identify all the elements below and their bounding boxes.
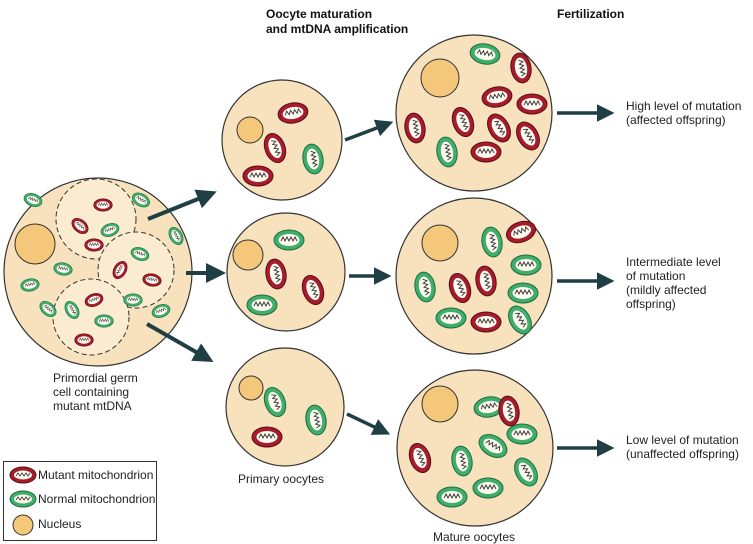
outcome-intermediate-line1: Intermediate level	[626, 255, 721, 269]
germ-cell-label-line1: Primordial germ	[53, 371, 138, 385]
outcome-high-line1: High level of mutation	[626, 99, 742, 113]
primary-oocyte-1	[221, 79, 343, 201]
normal-mitochondrion-icon	[9, 490, 37, 508]
legend: Mutant mitochondrion Normal mitochondrio…	[3, 461, 157, 541]
arrow-to-mature-1	[344, 119, 394, 142]
outcome-low: Low level of mutation (unaffected offspr…	[626, 433, 739, 461]
legend-item-normal: Normal mitochondrion	[4, 488, 156, 510]
outcome-high: High level of mutation (affected offspri…	[626, 99, 741, 127]
primary-oocyte-3	[225, 347, 345, 467]
germ-cell-label: Primordial germ cell containing mutant m…	[53, 371, 138, 413]
primordial-germ-cell	[3, 177, 193, 367]
primary-oocyte-2	[226, 212, 346, 332]
legend-mutant-label: Mutant mitochondrion	[38, 468, 154, 482]
outcome-intermediate-line2: of mutation	[626, 269, 686, 283]
mature-oocyte-1	[395, 34, 553, 192]
header-maturation: Oocyte maturation and mtDNA amplificatio…	[266, 7, 408, 37]
arrow-to-oocyte-1	[147, 189, 217, 221]
arrow-to-mature-3	[346, 412, 391, 435]
arrow-to-oocyte-3	[146, 322, 214, 362]
legend-normal-label: Normal mitochondrion	[38, 492, 156, 506]
outcome-low-line2: (unaffected offspring)	[626, 447, 739, 461]
mutant-mitochondrion-icon	[9, 466, 37, 484]
nucleus-icon	[14, 223, 56, 265]
germ-cell-label-line2: cell containing	[53, 385, 130, 399]
primary-oocytes-label: Primary oocytes	[238, 472, 325, 486]
outcome-high-line2: (affected offspring)	[626, 113, 726, 127]
legend-nucleus-label: Nucleus	[38, 517, 82, 531]
mature-oocytes-label: Mature oocytes	[433, 530, 516, 544]
mature-oocyte-2	[395, 197, 553, 355]
outcome-intermediate-line3: (mildly affected	[626, 283, 707, 297]
outcome-low-line1: Low level of mutation	[626, 433, 739, 447]
legend-item-nucleus: Nucleus	[4, 513, 156, 536]
header-maturation-line2: and mtDNA amplification	[266, 22, 409, 36]
legend-item-mutant: Mutant mitochondrion	[4, 464, 156, 486]
header-maturation-line1: Oocyte maturation	[266, 7, 373, 21]
nucleus-legend-icon	[12, 514, 34, 536]
germ-cell-label-line3: mutant mtDNA	[53, 399, 132, 413]
outcome-intermediate-line4: offspring)	[626, 297, 676, 311]
header-fertilization: Fertilization	[557, 7, 625, 21]
mature-oocyte-3	[396, 369, 554, 527]
outcome-intermediate: Intermediate level of mutation (mildly a…	[626, 255, 721, 311]
